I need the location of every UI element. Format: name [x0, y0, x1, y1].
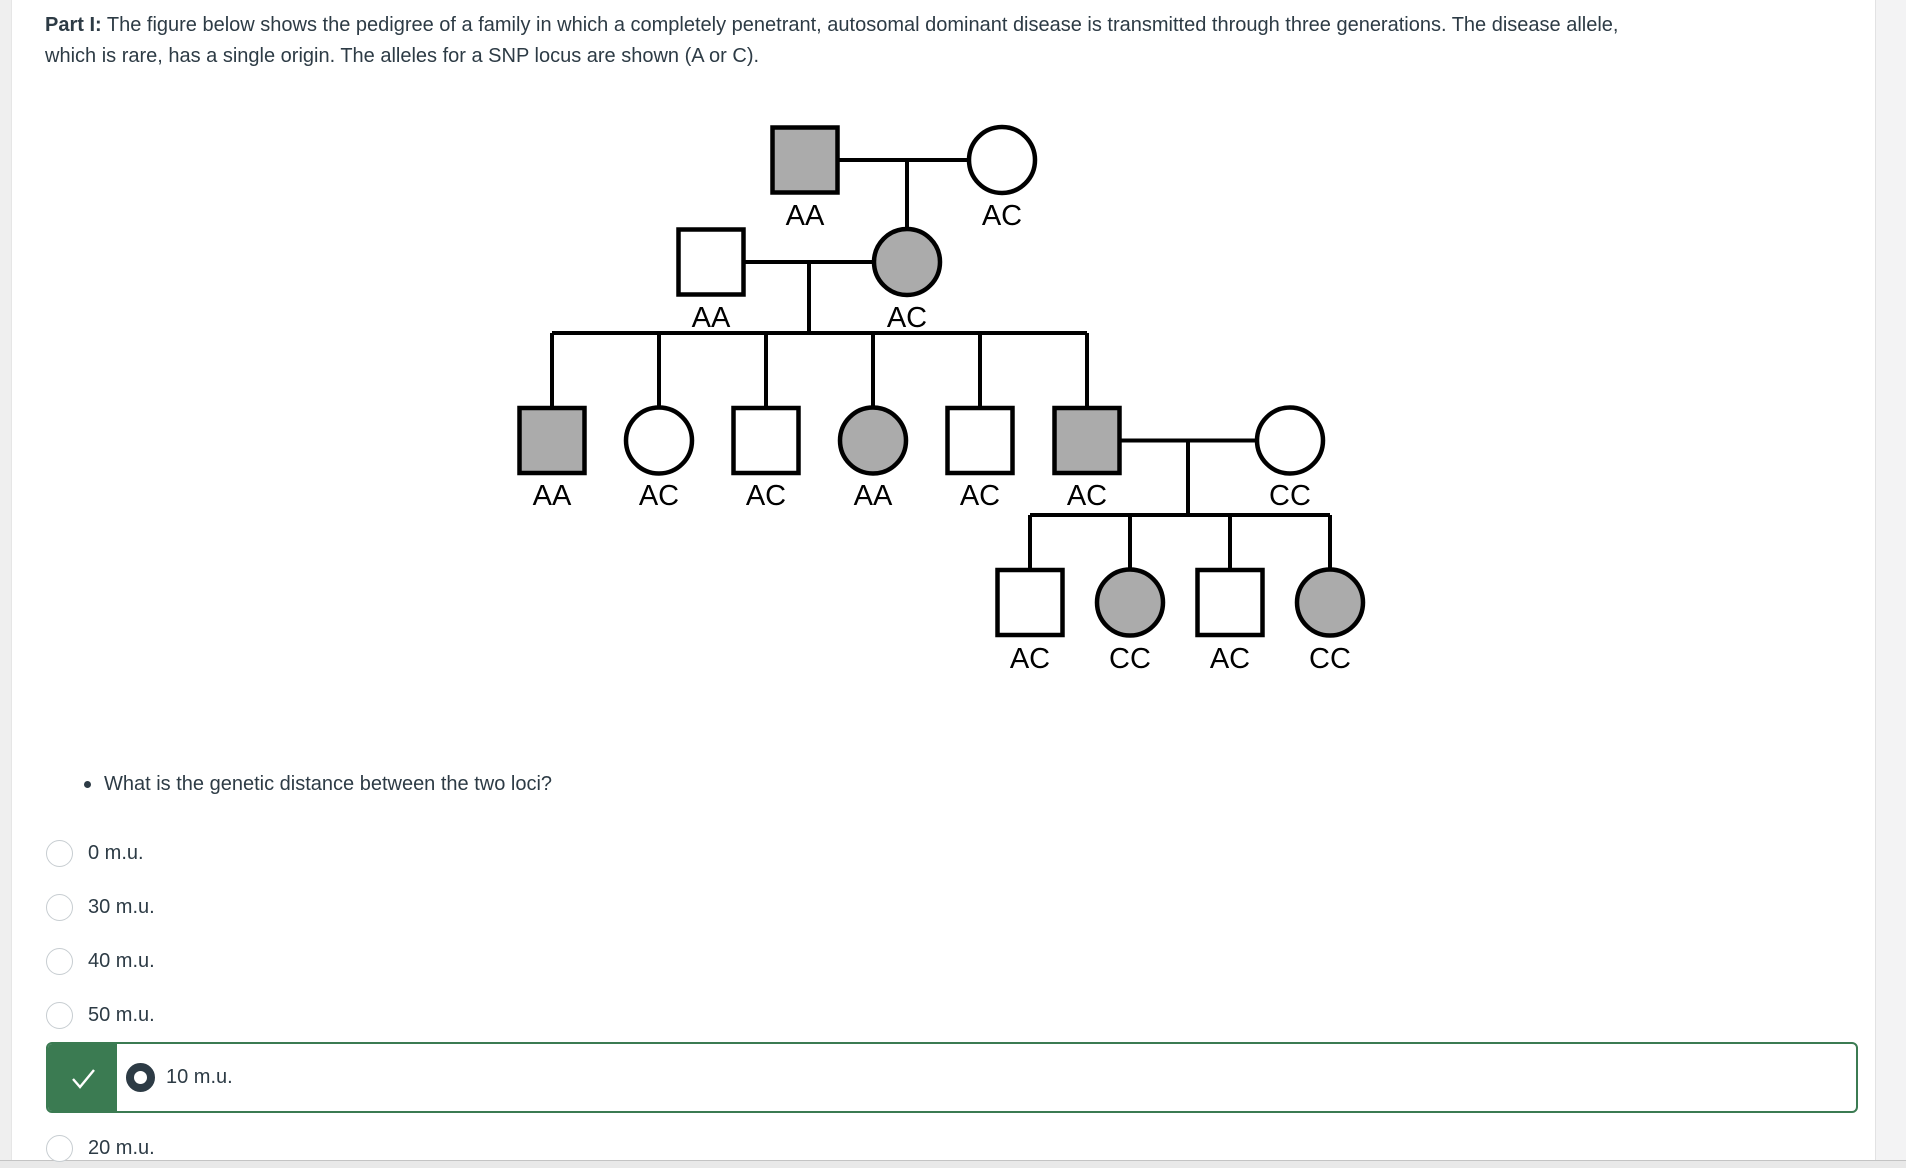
genotype-label-III-2: AC [639, 480, 679, 512]
genotype-label-IV-4: CC [1309, 643, 1351, 675]
radio-opt-0[interactable] [46, 839, 73, 867]
radio-opt-50[interactable] [46, 1001, 73, 1029]
option-label-opt-20: 20 m.u. [88, 1136, 155, 1159]
genotype-label-IV-2: CC [1109, 643, 1151, 675]
sub-question: What is the genetic distance between the… [84, 770, 552, 798]
genotype-label-III-1: AA [533, 480, 572, 512]
option-row-opt-40: 40 m.u. [46, 934, 1858, 988]
person-III-6 [1052, 405, 1122, 476]
genotype-label-II-2: AC [887, 302, 927, 334]
genotype-label-I-1: AA [786, 200, 825, 232]
option-row-opt-30: 30 m.u. [46, 880, 1858, 934]
person-III-5 [945, 405, 1015, 476]
option-row-selected-opt-10: 10 m.u. [46, 1042, 1858, 1113]
part-label: Part I: [45, 14, 102, 36]
genotype-label-III-7: CC [1269, 480, 1311, 512]
option-label-opt-0: 0 m.u. [88, 841, 144, 864]
genotype-label-IV-3: AC [1210, 643, 1250, 675]
person-III-1 [517, 405, 587, 476]
bullet-icon [84, 780, 91, 788]
genotype-label-III-6: AC [1067, 480, 1107, 512]
person-I-2 [966, 124, 1038, 196]
genotype-label-III-5: AC [960, 480, 1000, 512]
bottom-edge-bar [0, 1160, 1906, 1168]
left-gutter [0, 0, 12, 1168]
radio-opt-40[interactable] [46, 947, 73, 975]
person-IV-2 [1094, 567, 1166, 638]
sub-question-text: What is the genetic distance between the… [104, 772, 553, 795]
person-III-4 [837, 405, 909, 476]
correct-indicator [48, 1044, 117, 1111]
option-label-opt-30: 30 m.u. [88, 895, 155, 918]
right-gutter [1875, 0, 1906, 1168]
stem-line-1: The figure below shows the pedigree of a… [101, 14, 1619, 36]
radio-selected-opt-10[interactable] [126, 1063, 155, 1092]
option-label-opt-10: 10 m.u. [166, 1066, 233, 1088]
person-III-7 [1254, 405, 1326, 476]
radio-opt-20[interactable] [46, 1134, 73, 1162]
pedigree-svg: AA AC AA AC AA AC AC AA AC AC CC AC CC AC CC [517, 124, 1366, 675]
genotype-label-I-2: AC [982, 200, 1022, 232]
answer-options: 0 m.u. 30 m.u. 40 m.u. 50 m.u. 10 m.u. 20 m.u… [46, 826, 1858, 1168]
person-III-2 [623, 405, 695, 476]
genotype-label-II-1: AA [692, 302, 731, 334]
radio-opt-30[interactable] [46, 893, 73, 921]
person-II-2 [871, 226, 943, 298]
pedigree-figure: AA AC AA AC AA AC AC AA AC AC CC AC CC AC CC [480, 90, 1400, 710]
question-stem: Part I: The figure below shows the pedig… [45, 10, 1845, 72]
person-III-3 [731, 405, 801, 476]
option-label-opt-40: 40 m.u. [88, 949, 155, 972]
person-IV-1 [995, 567, 1065, 638]
genotype-label-III-3: AC [746, 480, 786, 512]
option-row-opt-50: 50 m.u. [46, 988, 1858, 1042]
option-row-opt-20: 20 m.u. [46, 1121, 1858, 1168]
genotype-label-III-4: AA [854, 480, 893, 512]
person-IV-4 [1294, 567, 1366, 638]
person-IV-3 [1195, 567, 1265, 638]
option-label-opt-50: 50 m.u. [88, 1003, 155, 1026]
check-icon [71, 1068, 95, 1089]
person-II-1 [676, 227, 746, 297]
stem-line-2: which is rare, has a single origin. The … [45, 45, 760, 67]
genotype-label-IV-1: AC [1010, 643, 1050, 675]
person-I-1 [770, 125, 840, 195]
option-row-opt-0: 0 m.u. [46, 826, 1858, 880]
